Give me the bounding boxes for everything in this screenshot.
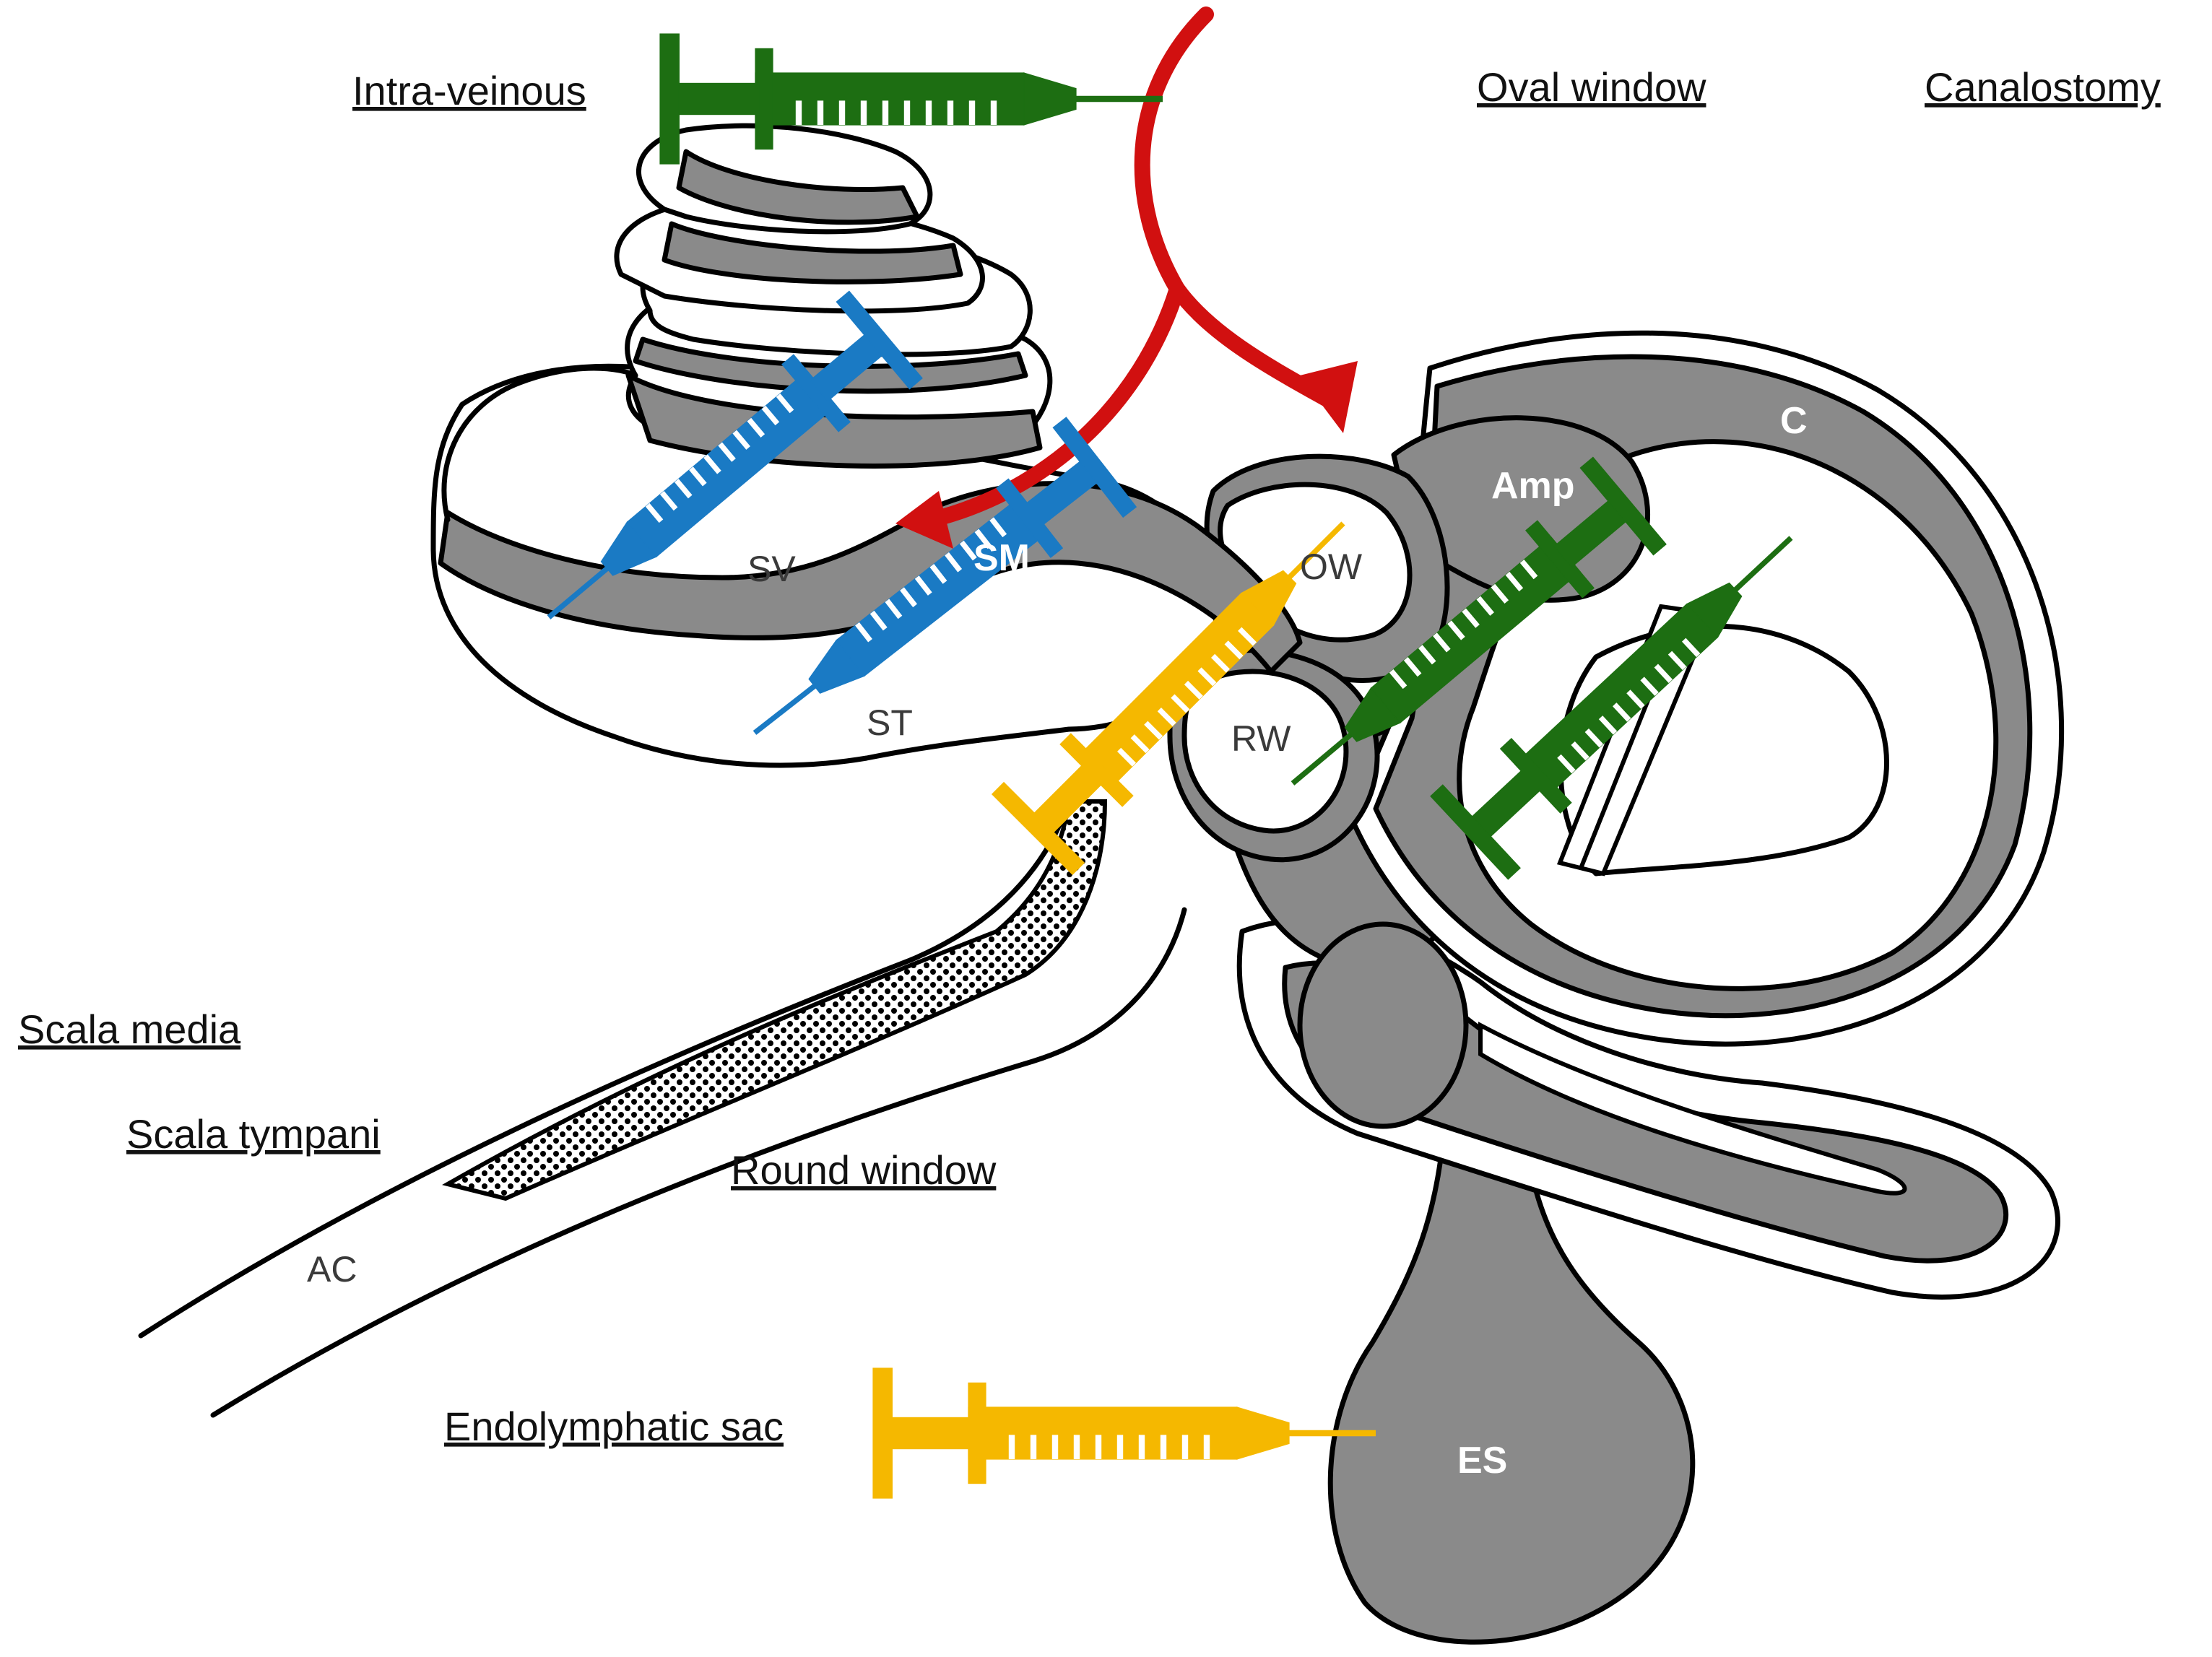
label-scala-tympani: Scala tympani — [126, 1111, 381, 1157]
red-arrowhead-right — [1300, 361, 1358, 433]
cochlea-base — [430, 363, 1303, 768]
label-st: ST — [867, 703, 913, 743]
label-canalostomy: Canalostomy — [1925, 64, 2161, 110]
syringe-endolymphatic-sac — [873, 1368, 1376, 1498]
label-amp: Amp — [1491, 465, 1575, 507]
vascular-route — [895, 6, 1358, 549]
label-sv: SV — [747, 549, 796, 589]
label-ow: OW — [1300, 547, 1363, 587]
label-round-window: Round window — [731, 1147, 997, 1193]
label-endolymphatic-sac: Endolymphatic sac — [444, 1404, 784, 1449]
round-window-niche — [1167, 648, 1380, 863]
label-es: ES — [1457, 1440, 1507, 1482]
endolymphatic-sac — [1327, 1123, 1696, 1645]
label-rw: RW — [1231, 718, 1291, 759]
scala-vestibuli — [441, 365, 638, 523]
label-sm: SM — [973, 537, 1030, 579]
label-intra-veinous: Intra-veinous — [352, 68, 586, 113]
anatomy — [138, 123, 2065, 1645]
label-scala-media: Scala media — [18, 1006, 241, 1052]
label-ac: AC — [307, 1249, 357, 1289]
red-arrowhead-left — [895, 491, 953, 549]
label-c: C — [1780, 400, 1808, 442]
label-oval-window: Oval window — [1477, 64, 1706, 110]
semicircular-canal — [1348, 330, 2065, 1047]
auditory-canal — [138, 799, 1187, 1418]
